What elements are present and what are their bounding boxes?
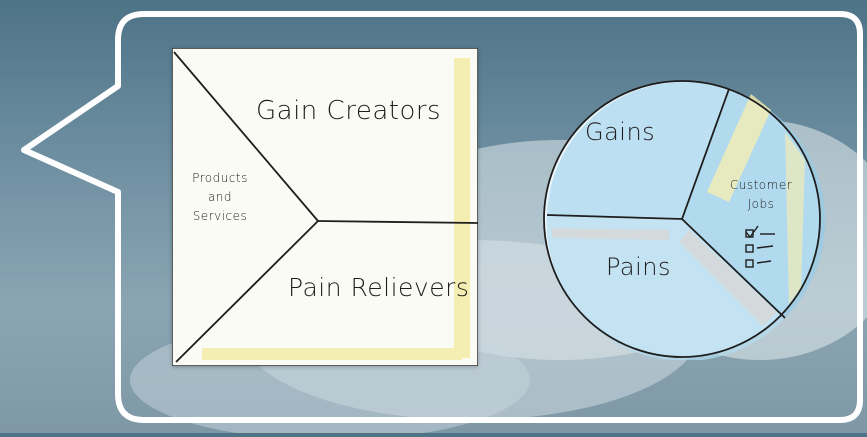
grey-highlight-jobs	[679, 230, 777, 326]
gains-segment	[547, 81, 729, 220]
pain-relievers-label: Pain Relievers	[288, 273, 470, 302]
yellow-highlight-bottom	[202, 348, 462, 360]
customer-jobs-line-2: Jobs	[747, 197, 775, 211]
yellow-highlight-jobs	[707, 94, 771, 202]
yellow-highlight-right	[454, 58, 470, 358]
grey-highlight-pains	[551, 228, 669, 240]
pains-label: Pains	[606, 253, 671, 281]
value-map-card: Gain Creators Products and Services Pain…	[172, 48, 478, 366]
pains-segment	[546, 215, 785, 360]
customer-profile-circle	[543, 80, 826, 360]
products-line-1: Products	[192, 171, 248, 185]
products-line-2: and	[207, 190, 233, 204]
value-map-lines	[172, 48, 478, 366]
products-and-services-label: Products and Services	[178, 169, 262, 226]
gain-creators-label: Gain Creators	[256, 96, 442, 126]
checklist-icon	[745, 225, 775, 268]
customer-jobs-line-1: Customer	[729, 178, 793, 192]
products-line-3: Services	[192, 209, 248, 223]
gains-label: Gains	[585, 118, 656, 146]
customer-jobs-label: Customer Jobs	[706, 176, 816, 214]
